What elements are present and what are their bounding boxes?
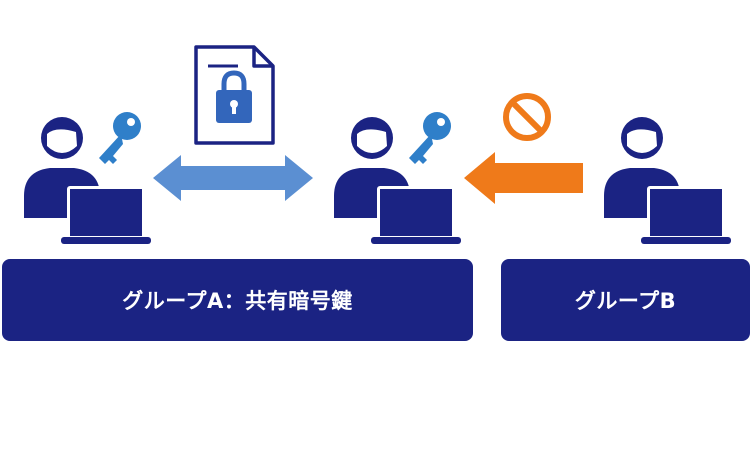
group-a-text: グループA：共有暗号鍵 [122, 289, 353, 313]
prohibited-icon [503, 93, 551, 141]
group-a-label: グループA：共有暗号鍵 [2, 259, 473, 341]
group-b-label: グループB [501, 259, 750, 341]
group-b-text: グループB [574, 289, 677, 313]
locked-document-icon [194, 45, 275, 145]
key-icon-left [99, 112, 141, 164]
left-arrow-icon [464, 152, 583, 204]
double-arrow-icon [153, 155, 313, 201]
key-icon-middle [409, 112, 451, 164]
user-with-laptop-icon-right [604, 117, 731, 244]
